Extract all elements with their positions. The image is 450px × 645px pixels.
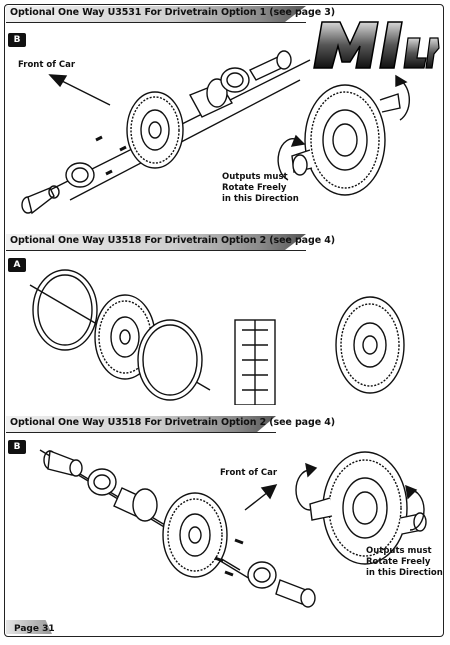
outputs-note-2-line-3: in this Direction bbox=[366, 568, 443, 578]
section-3-title: Optional One Way U3518 For Drivetrain Op… bbox=[10, 417, 335, 428]
mini-lp-logo bbox=[310, 14, 440, 76]
outputs-note-2-line-1: Outputs must bbox=[366, 546, 432, 556]
section-3-step-badge: B bbox=[8, 440, 26, 454]
front-of-car-label-1: Front of Car bbox=[18, 60, 76, 70]
section-2-title: Optional One Way U3518 For Drivetrain Op… bbox=[10, 235, 335, 246]
section-2-underline bbox=[6, 250, 306, 252]
section-3-exploded-diagram bbox=[39, 449, 427, 608]
section-2-step-badge: A bbox=[8, 258, 26, 272]
section-2-exploded-diagram bbox=[29, 269, 405, 405]
section-1-title: Optional One Way U3531 For Drivetrain Op… bbox=[10, 7, 335, 18]
outputs-note-2-line-2: Rotate Freely bbox=[366, 557, 431, 567]
page-frame bbox=[4, 4, 444, 637]
section-1-underline bbox=[6, 22, 306, 24]
outputs-note-1-line-1: Outputs must bbox=[222, 172, 288, 182]
outputs-note-1-line-2: Rotate Freely bbox=[222, 183, 287, 193]
section-3-header: Optional One Way U3518 For Drivetrain Op… bbox=[6, 416, 335, 432]
front-of-car-label-2: Front of Car bbox=[220, 468, 278, 478]
page-number: Page 31 bbox=[14, 624, 55, 634]
section-1-exploded-diagram bbox=[21, 50, 410, 215]
section-2-header: Optional One Way U3518 For Drivetrain Op… bbox=[6, 234, 335, 250]
section-3-underline bbox=[6, 432, 276, 434]
outputs-note-1-line-3: in this Direction bbox=[222, 194, 299, 204]
footer-tab bbox=[6, 620, 52, 634]
section-1-step-badge: B bbox=[8, 33, 26, 47]
section-1-header: Optional One Way U3531 For Drivetrain Op… bbox=[6, 6, 335, 22]
